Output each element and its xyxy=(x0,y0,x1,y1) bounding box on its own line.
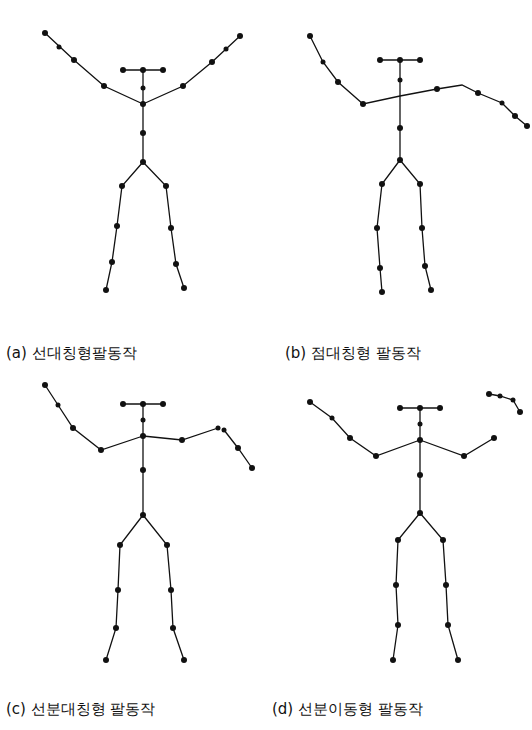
figure-caption: (b) 점대칭형 팔동작 xyxy=(285,344,421,363)
figure-caption: (c) 선분대칭형 팔동작 xyxy=(6,700,156,719)
figure-caption: (a) 선대칭형팔동작 xyxy=(6,344,137,363)
figure-caption: (d) 선분이동형 팔동작 xyxy=(272,700,423,719)
